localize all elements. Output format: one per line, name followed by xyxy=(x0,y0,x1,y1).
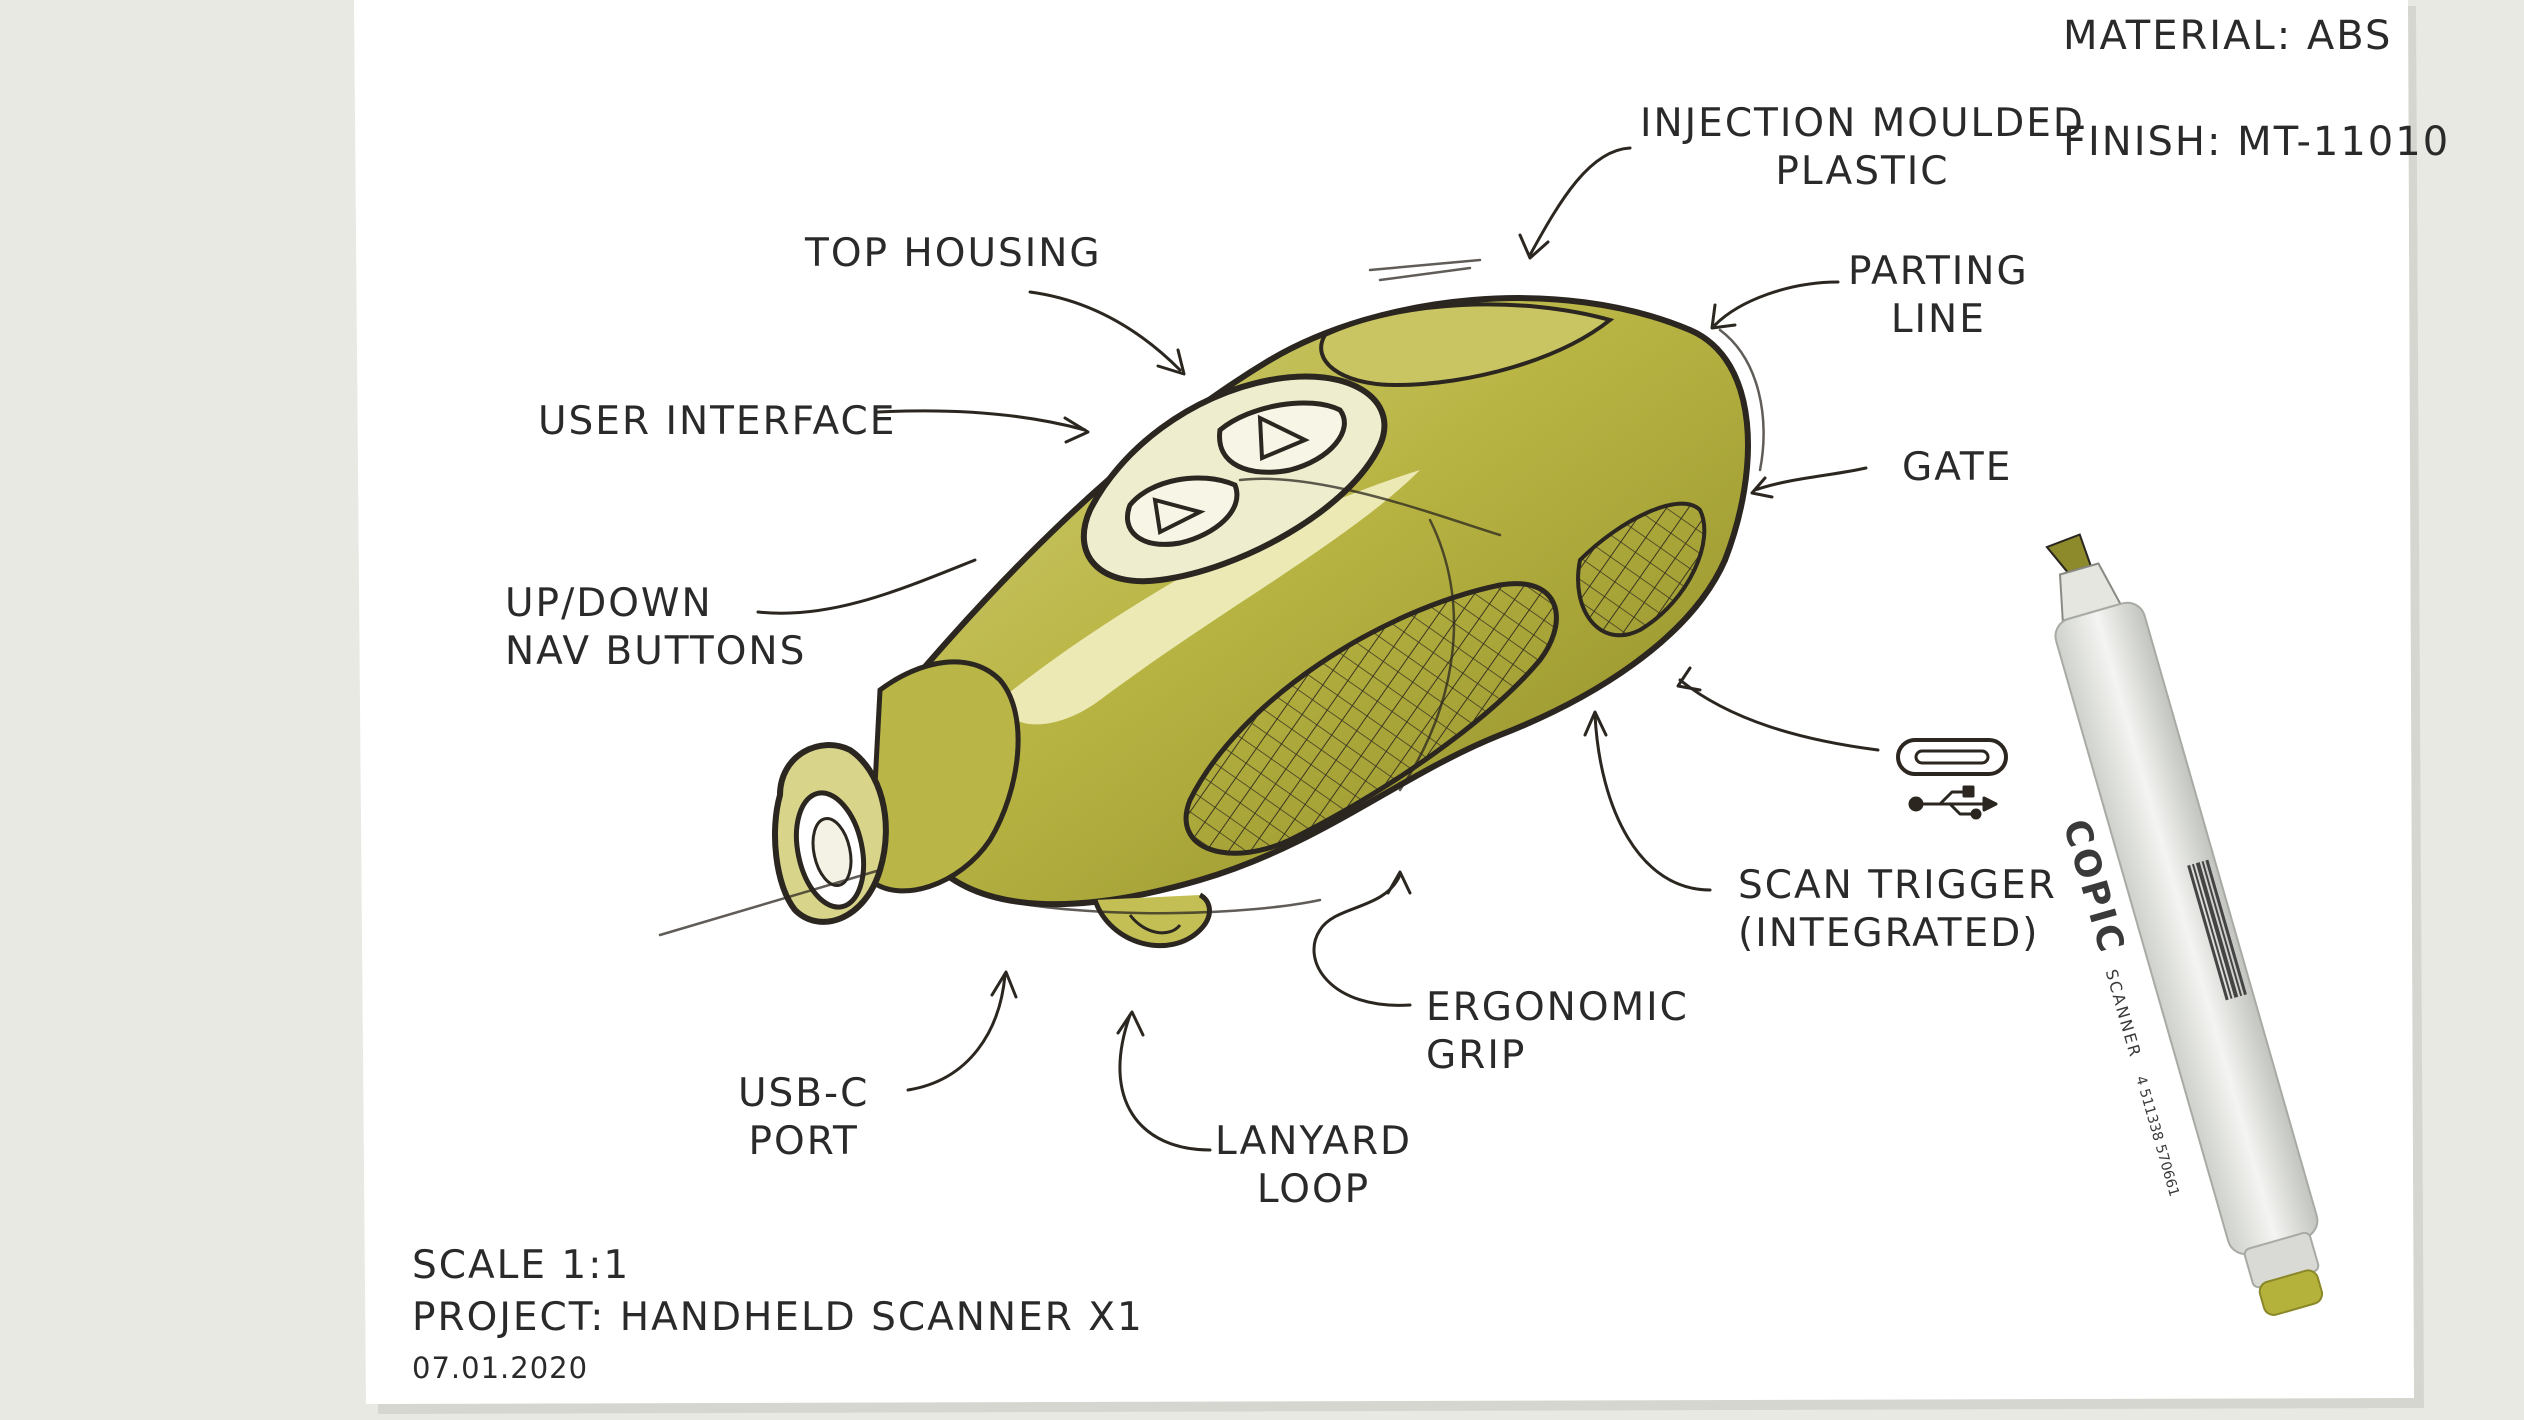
usb-c-port-line-2: PORT xyxy=(748,1119,859,1164)
project-text: PROJECT: HANDHELD SCANNER X1 xyxy=(412,1295,1144,1340)
usb-c-icon xyxy=(1896,738,2008,776)
injection-line-2: PLASTIC xyxy=(1775,149,1950,194)
parting-line-2: LINE xyxy=(1890,297,1986,342)
date-text: 07.01.2020 xyxy=(412,1351,589,1385)
usb-c-port-label: USB-C PORT xyxy=(738,1070,869,1166)
finish-label: FINISH: MT-11010 xyxy=(2063,118,2450,166)
user-interface-label: USER INTERFACE xyxy=(538,398,896,446)
scale-text: SCALE 1:1 xyxy=(412,1243,631,1288)
top-housing-text: TOP HOUSING xyxy=(805,231,1102,276)
usb-c-port-line-1: USB-C xyxy=(738,1071,870,1116)
scan-trigger-label: SCAN TRIGGER (INTEGRATED) xyxy=(1738,862,2057,958)
nav-buttons xyxy=(1125,400,1347,547)
title-block: SCALE 1:1 PROJECT: HANDHELD SCANNER X1 0… xyxy=(412,1242,1144,1392)
material-text: MATERIAL: ABS xyxy=(2063,13,2393,59)
lanyard-loop-line-2: LOOP xyxy=(1256,1167,1371,1212)
ergonomic-grip-line-2: GRIP xyxy=(1426,1033,1527,1078)
marker-barcode xyxy=(2187,859,2247,1001)
scan-trigger-line-2: (INTEGRATED) xyxy=(1738,911,2040,956)
top-housing-label: TOP HOUSING xyxy=(805,230,1102,278)
injection-line-1: INJECTION MOULDED xyxy=(1640,101,2085,146)
usb-symbol-icon xyxy=(1908,785,1998,820)
marker-cap-color xyxy=(2258,1269,2324,1316)
gate-label: GATE xyxy=(1902,444,2012,492)
lanyard-loop-shape xyxy=(1092,892,1212,948)
ergonomic-grip-label: ERGONOMIC GRIP xyxy=(1426,984,1689,1080)
ergonomic-grip-line-1: ERGONOMIC xyxy=(1426,985,1689,1030)
parting-line-1: PARTING xyxy=(1848,249,2029,294)
scanner-sketch xyxy=(658,258,1765,948)
lanyard-loop-label: LANYARD LOOP xyxy=(1215,1118,1412,1214)
scan-trigger-line-1: SCAN TRIGGER xyxy=(1738,863,2057,908)
nav-buttons-label: UP/DOWN NAV BUTTONS xyxy=(505,580,806,676)
top-housing-shape xyxy=(881,295,1751,908)
user-interface-text: USER INTERFACE xyxy=(538,399,897,444)
annotation-leaders xyxy=(756,146,1880,1152)
injection-moulded-label: INJECTION MOULDED PLASTIC xyxy=(1640,100,2085,196)
ergonomic-grip-shape xyxy=(1183,581,1559,856)
copic-marker xyxy=(2045,533,2324,1316)
material-label: MATERIAL: ABS xyxy=(2063,12,2392,60)
nav-buttons-line-1: UP/DOWN xyxy=(505,581,713,626)
parting-line-label: PARTING LINE xyxy=(1848,248,2029,344)
nav-buttons-line-2: NAV BUTTONS xyxy=(505,629,807,674)
lanyard-loop-line-1: LANYARD xyxy=(1215,1119,1413,1164)
finish-text: FINISH: MT-11010 xyxy=(2063,119,2451,165)
gate-text: GATE xyxy=(1902,445,2013,490)
